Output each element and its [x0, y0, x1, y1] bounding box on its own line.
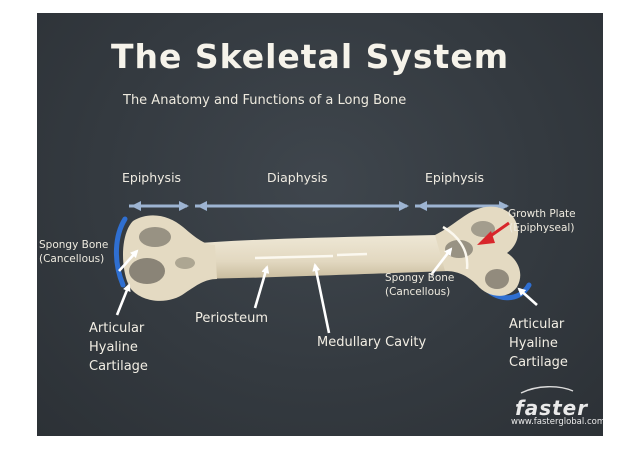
articular-right-line1: Articular: [509, 317, 565, 332]
page-title: The Skeletal System: [111, 37, 510, 76]
medullary-arrow: [312, 263, 331, 334]
articular-right-label: Articular Hyaline Cartilage: [509, 315, 568, 372]
logo-swoosh: [520, 386, 574, 394]
articular-left-line2: Hyaline: [89, 340, 138, 355]
articular-right-arrow: [517, 287, 538, 306]
long-bone: [123, 206, 521, 301]
page-subtitle: The Anatomy and Functions of a Long Bone: [123, 93, 407, 108]
periosteum-arrow: [253, 265, 270, 309]
faster-url: www.fasterglobal.com: [511, 417, 603, 427]
spongy-bone-right-label: Spongy Bone (Cancellous): [385, 271, 454, 299]
growth-plate-label: Growth Plate (Epiphyseal): [508, 207, 576, 235]
diaphysis-label: Diaphysis: [267, 170, 328, 185]
epiphysis-right-label: Epiphysis: [425, 170, 485, 185]
growth-plate-line2: (Epiphyseal): [509, 222, 575, 234]
periosteum-label: Periosteum: [195, 311, 269, 326]
articular-right-line3: Cartilage: [509, 355, 568, 370]
growth-plate-line: [442, 225, 469, 270]
spongy-bone-left-line1: Spongy Bone: [39, 239, 109, 251]
articular-left-line1: Articular: [89, 321, 145, 336]
articular-left-label: Articular Hyaline Cartilage: [89, 319, 148, 376]
spongy-bone-right-line1: Spongy Bone: [385, 272, 455, 284]
articular-right-line2: Hyaline: [509, 336, 558, 351]
slide: The Skeletal System The Anatomy and Func…: [37, 13, 603, 436]
faster-logo: faster: [515, 396, 589, 420]
growth-plate-arrow: [477, 221, 510, 245]
growth-plate-line1: Growth Plate: [508, 208, 576, 220]
articular-cartilage-left: [113, 216, 128, 288]
spongy-right-arrow: [429, 247, 453, 276]
epiphysis-left-label: Epiphysis: [122, 170, 182, 185]
medullary-line-2: [336, 252, 368, 257]
articular-left-line3: Cartilage: [89, 359, 148, 374]
medullary-line-1: [254, 254, 334, 260]
spongy-bone-left-line2: (Cancellous): [39, 253, 105, 265]
pointer-arrows: [115, 247, 538, 334]
spongy-bone-left-label: Spongy Bone (Cancellous): [39, 238, 108, 266]
bone-diagram: [113, 201, 574, 394]
medullary-cavity-label: Medullary Cavity: [317, 335, 427, 350]
spongy-left-arrow: [118, 249, 139, 272]
articular-left-arrow: [115, 283, 131, 316]
spongy-bone-right-line2: (Cancellous): [385, 286, 451, 298]
